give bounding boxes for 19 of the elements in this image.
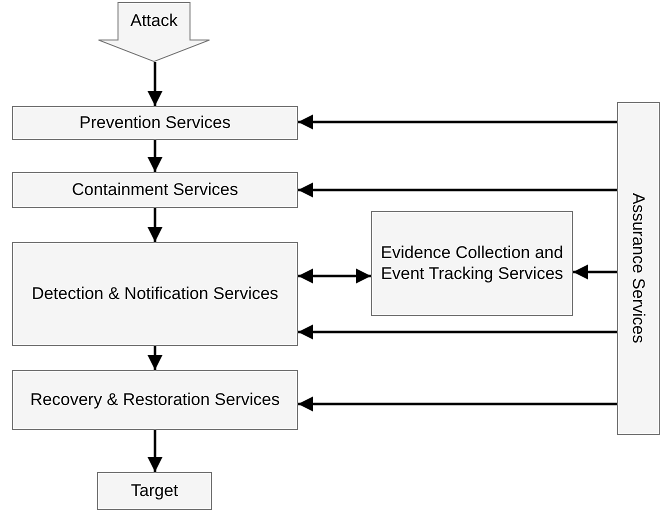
process-box: Target [97,472,212,510]
arrow [148,346,162,370]
arrow [573,264,617,280]
arrow [148,140,162,172]
side-band: Assurance Services [617,102,660,435]
arrow [298,324,617,340]
arrow [298,268,371,284]
arrow [148,208,162,242]
arrow [298,182,617,198]
process-box: Containment Services [12,172,298,208]
arrow [148,62,162,106]
arrow [148,430,162,472]
arrow [298,114,617,130]
process-box: Prevention Services [12,106,298,140]
process-box: Detection & Notification Services [12,242,298,346]
node-label: Attack [129,10,179,32]
process-box: Recovery & Restoration Services [12,370,298,430]
process-box: Evidence Collection and Event Tracking Services [371,211,573,316]
arrow [298,396,617,412]
